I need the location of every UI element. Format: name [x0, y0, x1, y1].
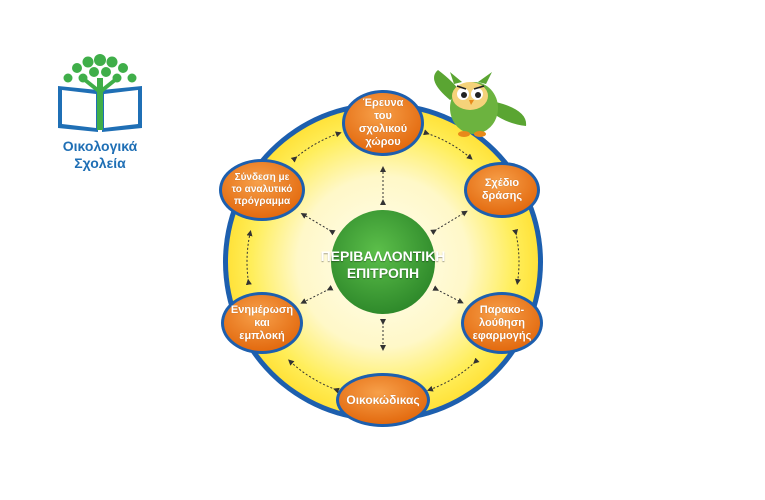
ring-arrow-curriculum	[290, 131, 342, 163]
nodes-group	[219, 90, 543, 427]
spoke-arrows	[300, 166, 468, 351]
ring-arrow-research	[423, 129, 473, 160]
tree-book-icon	[58, 54, 142, 132]
node-ecocode	[339, 376, 427, 424]
ring-arrow-information	[245, 229, 253, 286]
spoke-arrow-monitoring	[432, 285, 464, 304]
owl-mascot	[434, 70, 527, 137]
node-curriculum	[222, 162, 302, 218]
logo-title-line1: Οικολογικά	[62, 138, 138, 154]
center-label: ΠΕΡΙΒΑΛΛΟΝΤΙΚΗ ΕΠΙΤΡΟΠΗ	[320, 248, 446, 281]
spoke-arrow-curriculum	[300, 213, 336, 236]
node-monitoring	[464, 295, 540, 351]
spoke-arrow-information	[300, 284, 334, 304]
node-information	[224, 295, 300, 351]
ring-arrows	[245, 129, 521, 394]
node-action-plan	[467, 165, 537, 215]
eco-schools-logo: Οικολογικά Σχολεία	[50, 48, 150, 178]
node-research	[345, 93, 421, 153]
logo-title-line2: Σχολεία	[74, 155, 126, 171]
center-circle	[331, 210, 435, 314]
ring-arrow-action-plan	[512, 228, 521, 286]
